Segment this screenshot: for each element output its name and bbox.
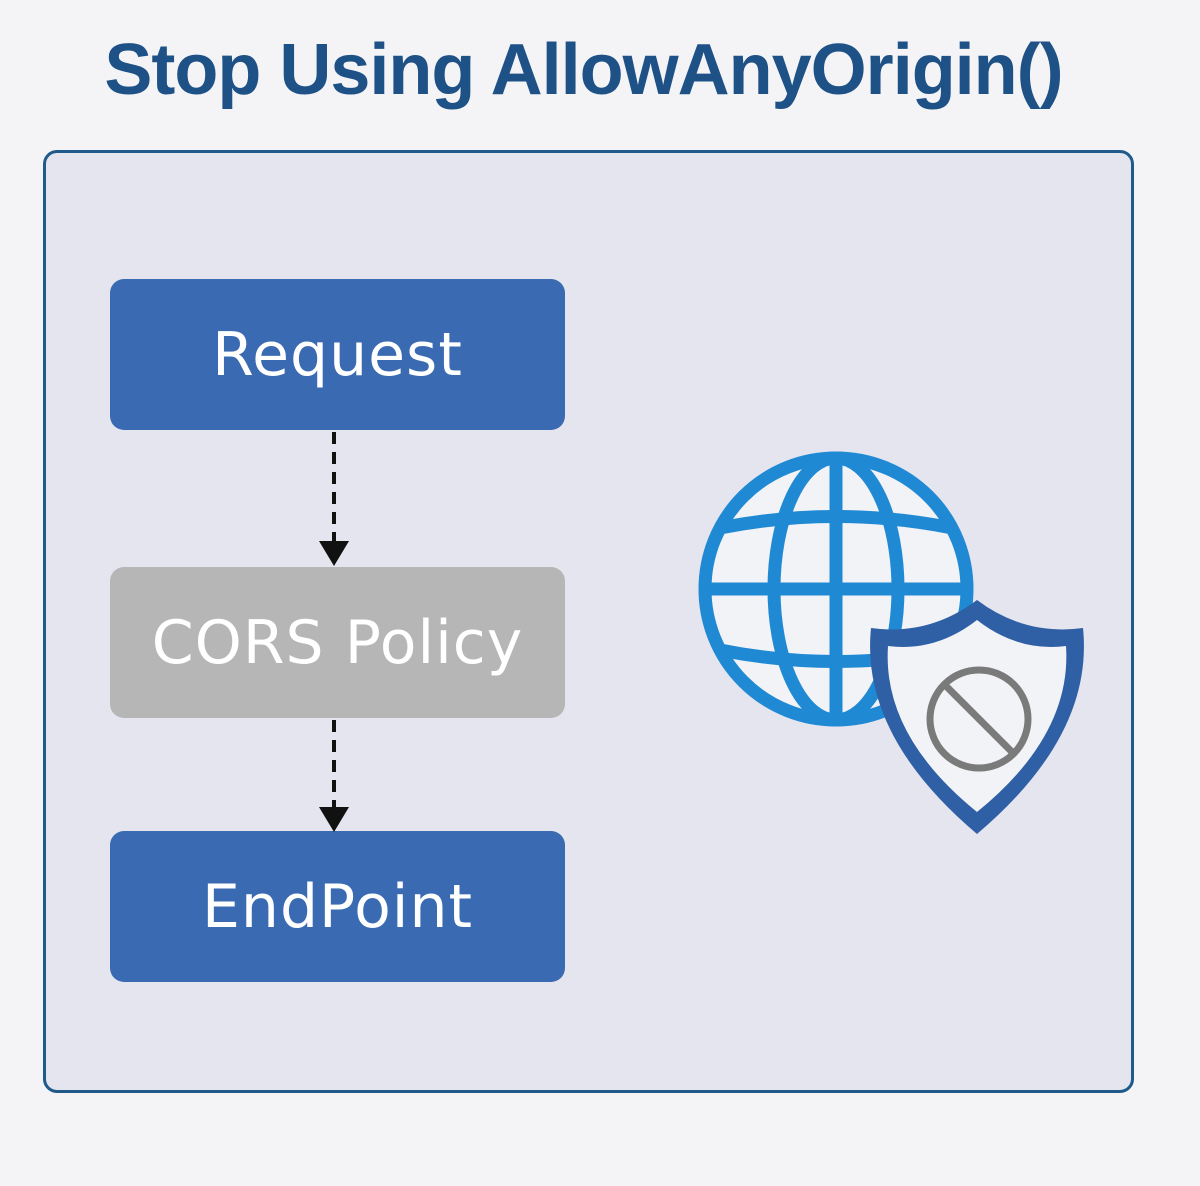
endpoint-node: EndPoint — [110, 831, 565, 982]
request-node: Request — [110, 279, 565, 430]
arrow-cors-to-endpoint — [319, 720, 349, 832]
request-node-label: Request — [212, 319, 463, 390]
prohibited-icon — [926, 666, 1032, 772]
arrow-request-to-cors — [319, 432, 349, 566]
page-title: Stop Using AllowAnyOrigin() — [104, 30, 1063, 110]
cors-policy-node: CORS Policy — [110, 567, 565, 718]
endpoint-node-label: EndPoint — [202, 871, 473, 942]
cors-policy-node-label: CORS Policy — [151, 607, 524, 678]
